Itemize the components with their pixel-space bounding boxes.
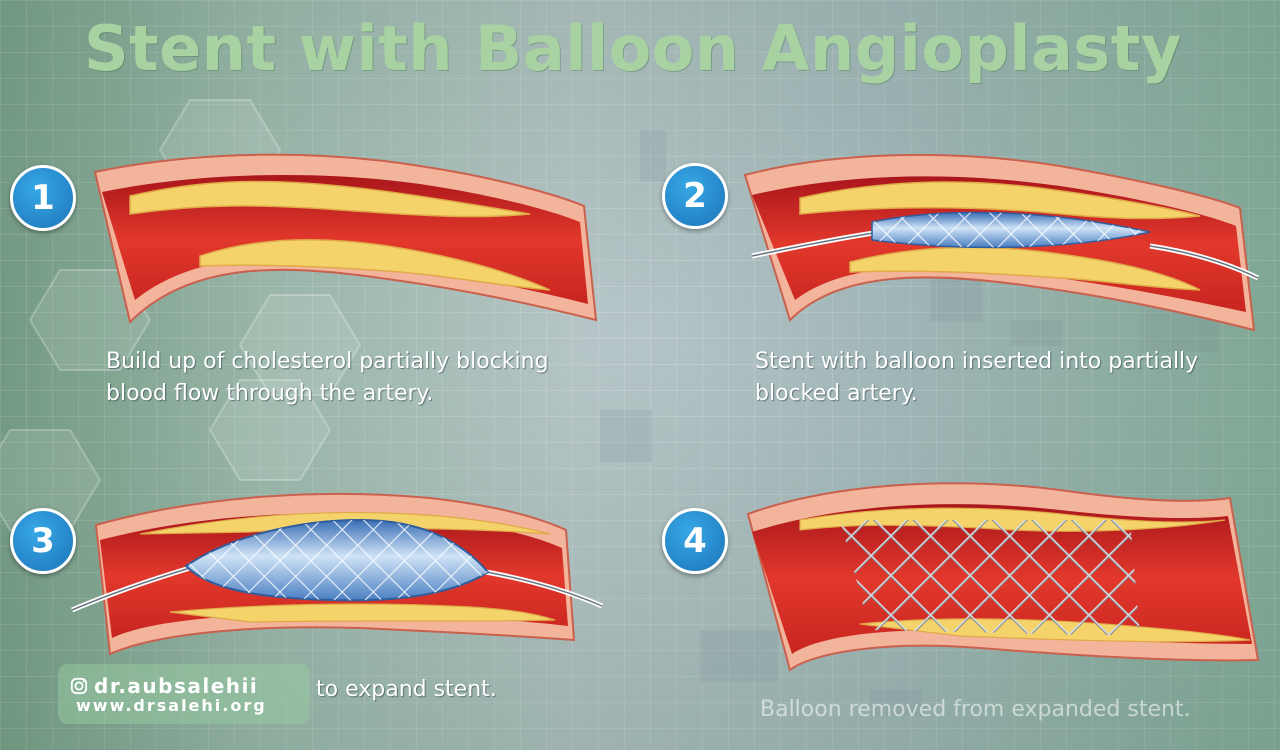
- step-4-badge: 4: [662, 508, 728, 574]
- step-1-caption: Build up of cholesterol partially blocki…: [106, 346, 549, 410]
- step-3-caption: to expand stent.: [316, 674, 497, 706]
- step-1-caption-line-2: blood flow through the artery.: [106, 380, 434, 406]
- artery-3: [71, 492, 604, 656]
- watermark-handle: dr.aubsalehii: [70, 674, 258, 698]
- step-1-badge: 1: [10, 165, 76, 231]
- step-1-caption-line-1: Build up of cholesterol partially blocki…: [106, 349, 549, 374]
- step-3-caption-line-1: to expand stent.: [316, 677, 497, 702]
- step-2-caption: Stent with balloon inserted into partial…: [755, 346, 1198, 410]
- step-4-caption-line-1: Balloon removed from expanded stent.: [760, 697, 1191, 722]
- step-2-badge: 2: [662, 163, 728, 229]
- instagram-icon: [70, 677, 88, 695]
- artery-1: [93, 153, 598, 324]
- artery-4: [746, 482, 1260, 672]
- watermark-handle-text: dr.aubsalehii: [94, 674, 259, 698]
- step-3-badge: 3: [10, 508, 76, 574]
- step-4-caption: Balloon removed from expanded stent.: [760, 694, 1191, 726]
- step-2-caption-line-2: blocked artery.: [755, 380, 918, 406]
- artery-2: [743, 153, 1260, 332]
- page-title: Stent with Balloon Angioplasty: [84, 12, 1182, 85]
- watermark-box: [58, 664, 310, 724]
- step-2-caption-line-1: Stent with balloon inserted into partial…: [755, 349, 1199, 374]
- watermark-url: www.drsalehi.org: [76, 696, 267, 715]
